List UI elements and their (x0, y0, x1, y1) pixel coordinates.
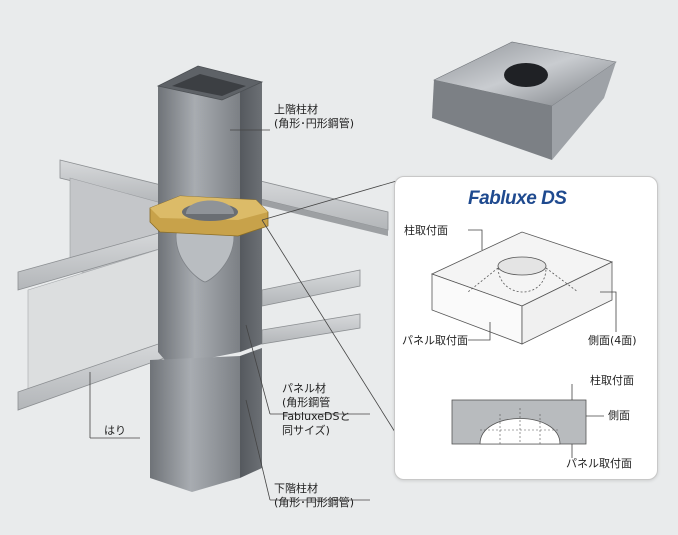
section-block (451, 399, 587, 445)
section-side-label: 側面 (608, 409, 630, 422)
upper-column (156, 65, 264, 220)
beam-front-left (17, 229, 171, 411)
panel-face-label: パネル取付面 (402, 334, 468, 347)
panel-member-label: パネル材 (角形鋼管 FabluxeDSと 同サイズ) (282, 382, 351, 437)
column-face-label: 柱取付面 (404, 224, 448, 237)
lower-column (150, 348, 262, 492)
isometric-block (430, 231, 614, 345)
section-column-face-label: 柱取付面 (590, 374, 634, 387)
side-face-label: 側面(4面) (588, 334, 637, 347)
diaphragm-block (149, 195, 269, 237)
section-panel-face-label: パネル取付面 (566, 457, 632, 470)
detail-leader-lines (468, 229, 617, 458)
lower-column-label: 下階柱材 (角形･円形鋼管) (274, 482, 355, 509)
brand-title: Fabluxe DS (468, 188, 567, 209)
upper-column-label: 上階柱材 (角形･円形鋼管) (274, 103, 355, 130)
beam-label: はり (104, 424, 126, 437)
leader-lines (89, 129, 401, 501)
fabluxe-photo (432, 41, 617, 160)
